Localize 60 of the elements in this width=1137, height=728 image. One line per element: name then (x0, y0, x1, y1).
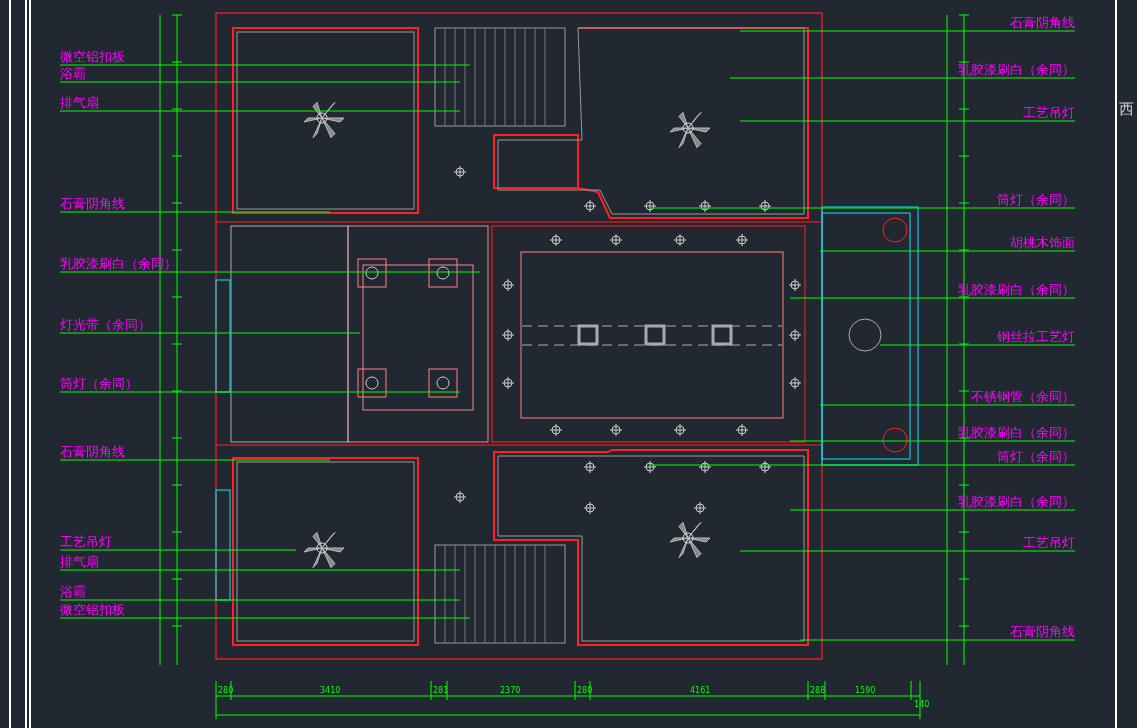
leader-line (739, 120, 1076, 122)
callout-label: 筒灯（余同） (60, 376, 138, 392)
callout-label: 石膏阴角线 (1010, 624, 1075, 640)
callout-label: 筒灯（余同） (997, 192, 1075, 208)
leader-line (789, 509, 1076, 511)
direction-label: 西 (1119, 100, 1134, 118)
leader-line (59, 332, 361, 334)
leader-line (59, 569, 461, 571)
dimension-text: 3410 (320, 686, 341, 695)
dimension-text: 288 (810, 686, 826, 695)
callout-label: 排气扇 (60, 95, 99, 111)
leader-line (59, 81, 461, 83)
callout-label: 微空铝扣板 (60, 602, 125, 618)
dimension-text: 140 (914, 700, 930, 709)
leader-line (729, 77, 1076, 79)
callout-label: 钢丝拉工艺灯 (997, 329, 1075, 345)
callout-label: 乳胶漆刷白（余同） (958, 494, 1075, 510)
callout-label: 工艺吊灯 (1023, 105, 1075, 121)
callout-label: 排气扇 (60, 554, 99, 570)
leader-line (59, 64, 471, 66)
leader-line (59, 617, 471, 619)
callout-label: 乳胶漆刷白（余同） (60, 256, 177, 272)
leader-line (789, 440, 1076, 442)
callout-label: 乳胶漆刷白（余同） (958, 282, 1075, 298)
leader-line (739, 30, 1076, 32)
leader-line (879, 344, 1076, 346)
callout-label: 筒灯（余同） (997, 449, 1075, 465)
dimension-text: 2370 (500, 686, 521, 695)
dimension-text: 4161 (690, 686, 711, 695)
leader-line (739, 550, 1076, 552)
leader-line (649, 207, 1076, 209)
callout-label: 微空铝扣板 (60, 49, 125, 65)
callout-label: 石膏阴角线 (60, 196, 125, 212)
callout-label: 工艺吊灯 (1023, 535, 1075, 551)
leader-line (819, 250, 1076, 252)
leader-line (59, 211, 331, 213)
callout-label: 石膏阴角线 (1010, 15, 1075, 31)
callout-label: 乳胶漆刷白（余同） (958, 62, 1075, 78)
callout-label: 石膏阴角线 (60, 444, 125, 460)
callout-label: 浴霸 (60, 584, 86, 600)
leader-line (59, 599, 461, 601)
dimension-text: 280 (218, 686, 234, 695)
callout-label: 灯光带（余同） (60, 317, 151, 333)
leader-line (819, 404, 1076, 406)
leader-line (59, 391, 461, 393)
leader-line (649, 464, 1076, 466)
callout-label: 浴霸 (60, 66, 86, 82)
callout-label: 乳胶漆刷白（余同） (958, 425, 1075, 441)
leader-line (789, 297, 1076, 299)
leader-line (59, 271, 481, 273)
leader-line (59, 459, 331, 461)
dimension-text: 280 (577, 686, 593, 695)
callout-label: 不锈钢管（余同） (971, 389, 1075, 405)
dimension-text: 1590 (855, 686, 876, 695)
leader-line (59, 110, 461, 112)
leader-line (799, 639, 1076, 641)
leader-line (59, 549, 297, 551)
callout-label: 工艺吊灯 (60, 534, 112, 550)
dimension-text: 281 (433, 686, 449, 695)
callout-label: 胡桃木饰面 (1010, 235, 1075, 251)
